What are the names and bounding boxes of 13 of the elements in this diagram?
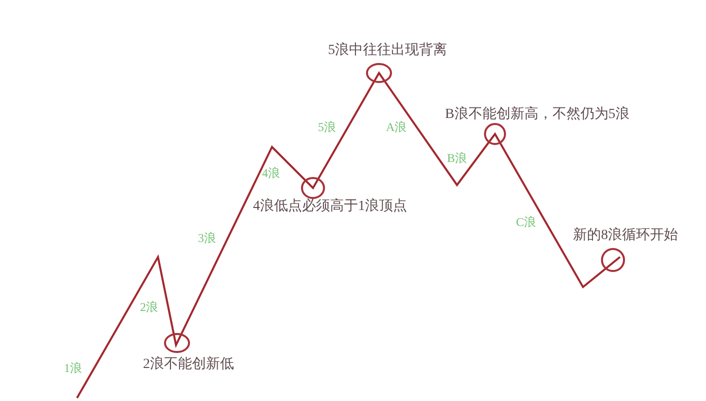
wave-label: 4浪	[262, 167, 280, 179]
wave-label: A浪	[386, 121, 407, 133]
wave-label: 2浪	[140, 301, 158, 313]
annotation-text: 5浪中往往出现背离	[328, 44, 447, 58]
wave-label: 3浪	[198, 232, 216, 244]
annotation-text: B浪不能创新高，不然仍为5浪	[445, 108, 630, 122]
wave-label: B浪	[447, 152, 468, 164]
annotation-text: 4浪低点必须高于1浪顶点	[253, 200, 407, 214]
wave-label: C浪	[516, 216, 536, 228]
annotation-text: 新的8浪循环开始	[573, 229, 678, 243]
wave-label: 5浪	[318, 121, 336, 133]
annotation-text: 2浪不能创新低	[143, 358, 234, 372]
wave-label: 1浪	[64, 362, 82, 374]
